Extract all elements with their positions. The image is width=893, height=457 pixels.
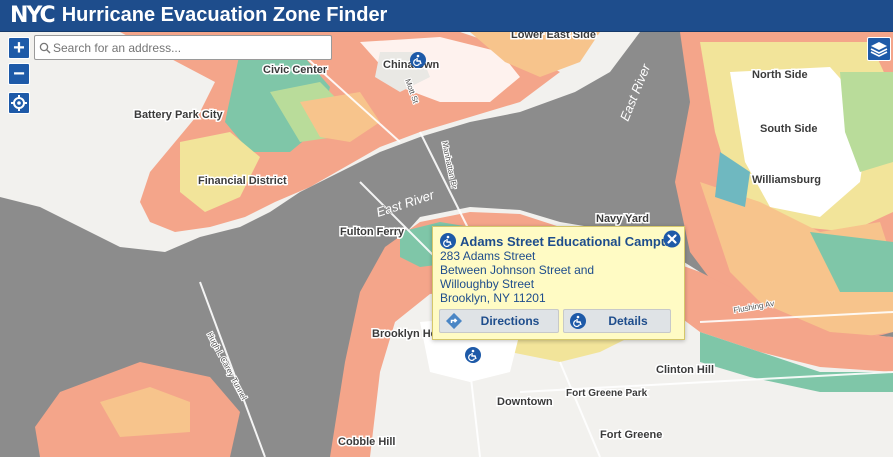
popup-actions: Directions Details [439,309,671,333]
facility-name: Adams Street Educational Campus [460,233,676,249]
crosshair-icon [11,95,27,111]
details-label: Details [608,314,648,328]
facility-address: 283 Adams Street [440,249,536,263]
address-search[interactable] [34,35,332,60]
facility-marker-downtown[interactable] [465,347,481,366]
facility-city-line: Brooklyn, NY 11201 [440,291,546,305]
label-downtown: Downtown [497,396,553,408]
label-south-side: South Side [760,123,817,135]
layers-button[interactable] [867,37,891,61]
facility-popup: Adams Street Educational Campus 283 Adam… [432,226,685,340]
label-battery-park-city: Battery Park City [134,109,224,121]
app-title: Hurricane Evacuation Zone Finder [61,4,388,26]
label-brooklyn-heights: Brooklyn He [372,328,437,340]
label-financial-district: Financial District [198,175,287,187]
details-button[interactable]: Details [563,309,671,333]
label-fulton-ferry: Fulton Ferry [340,226,405,238]
label-clinton-hill: Clinton Hill [656,364,714,376]
label-navy-yard: Navy Yard [596,213,649,225]
search-input[interactable] [51,40,323,55]
label-north-side: North Side [752,69,808,81]
nyc-logo: NYC [10,2,56,28]
williamsburg-landmass [675,32,893,352]
label-fort-greene-park: Fort Greene Park [566,388,648,399]
accessibility-icon [410,52,426,68]
directions-icon [446,313,462,329]
popup-title: Adams Street Educational Campus [440,233,676,249]
label-cobble-hill: Cobble Hill [338,436,395,448]
manhattan-landmass [0,32,640,252]
accessibility-icon [465,347,481,363]
close-icon[interactable] [663,230,681,248]
label-lower-east-side: Lower East Side [511,32,596,41]
accessibility-icon [570,313,586,329]
label-williamsburg: Williamsburg [752,174,821,186]
facility-cross-streets: Between Johnson Street and Willoughby St… [440,263,595,291]
directions-label: Directions [480,314,540,328]
directions-button[interactable]: Directions [439,309,559,333]
zoom-out-button[interactable]: − [8,63,30,85]
label-fort-greene: Fort Greene [600,429,662,441]
layers-icon [870,42,888,57]
app-header: NYC Hurricane Evacuation Zone Finder [0,0,893,32]
zoom-in-button[interactable]: + [8,37,30,59]
locate-me-button[interactable] [8,92,30,114]
facility-marker-chinatown[interactable] [410,52,426,71]
label-civic-center: Civic Center [263,64,328,76]
accessibility-icon [440,233,456,249]
governors-island-shore [100,387,190,437]
search-icon [39,42,51,53]
